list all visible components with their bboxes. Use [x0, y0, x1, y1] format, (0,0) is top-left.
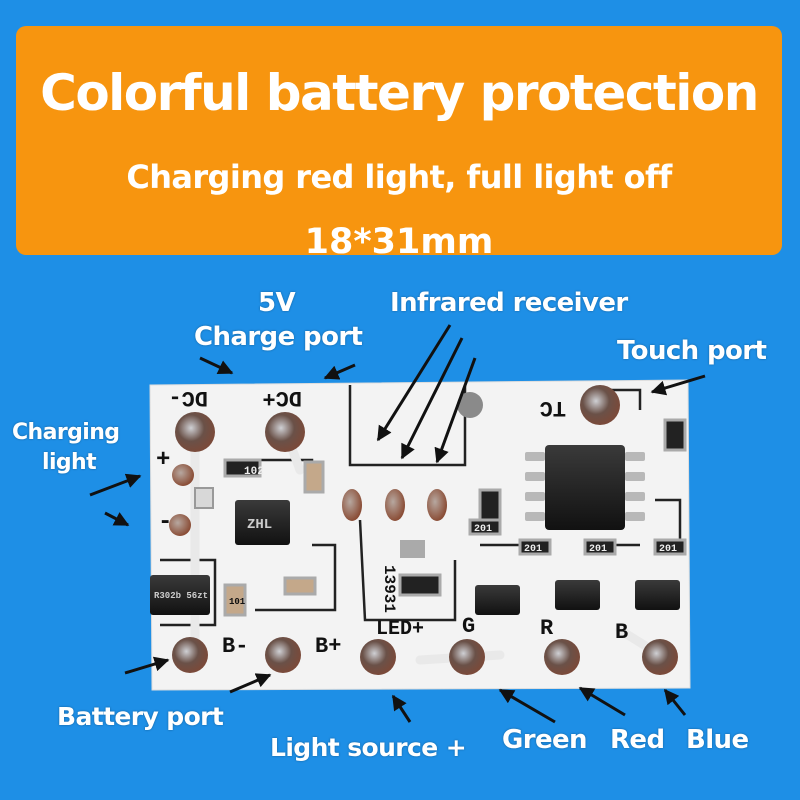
label-light-source: Light source +	[270, 733, 467, 762]
label-infrared-receiver: Infrared receiver	[390, 288, 628, 318]
board-markings: DC- DC+ TC + - B- B+ LED+ G R B 13931 10…	[154, 385, 677, 659]
banner-title: Colorful battery protection	[40, 64, 759, 122]
through-hole-pads	[169, 385, 678, 675]
banner-size: 18*31mm	[304, 222, 494, 262]
marking-tc: TC	[540, 395, 566, 420]
label-5v: 5V	[258, 288, 296, 318]
banner-subtitle: Charging red light, full light off	[126, 158, 672, 196]
label-charging: Charging	[12, 420, 120, 445]
marking-101: 101	[229, 597, 246, 607]
label-blue: Blue	[686, 725, 749, 755]
marking-dc-plus: DC+	[262, 385, 302, 410]
label-battery-port: Battery port	[57, 702, 224, 731]
marking-g: G	[462, 614, 475, 639]
label-touch-port: Touch port	[617, 336, 767, 366]
pointer-arrows	[89, 324, 706, 724]
marking-b: B	[615, 620, 628, 645]
label-red: Red	[610, 725, 665, 755]
label-green: Green	[502, 725, 588, 755]
marking-code: 13931	[380, 565, 398, 613]
marking-r: R	[540, 616, 554, 641]
marking-102: 102	[244, 466, 264, 478]
marking-dc-minus: DC-	[168, 385, 208, 410]
label-charge-port: Charge port	[194, 322, 363, 352]
marking-201-b: 201	[589, 544, 607, 555]
smd-components	[150, 418, 687, 617]
marking-b-plus: B+	[315, 634, 341, 659]
label-charging-light: light	[42, 450, 97, 475]
marking-201-c: 201	[659, 544, 677, 555]
marking-b-minus: B-	[222, 634, 248, 659]
title-banner: Colorful battery protection Charging red…	[16, 26, 782, 262]
marking-led-plus: LED+	[376, 618, 424, 641]
marking-201-a: 201	[524, 544, 542, 555]
marking-chip2: R302b 56zt	[154, 591, 208, 601]
marking-201-d: 201	[474, 524, 492, 535]
marking-ic: ZHL	[247, 517, 272, 533]
marking-minus: -	[158, 509, 172, 536]
marking-plus: +	[156, 447, 170, 474]
